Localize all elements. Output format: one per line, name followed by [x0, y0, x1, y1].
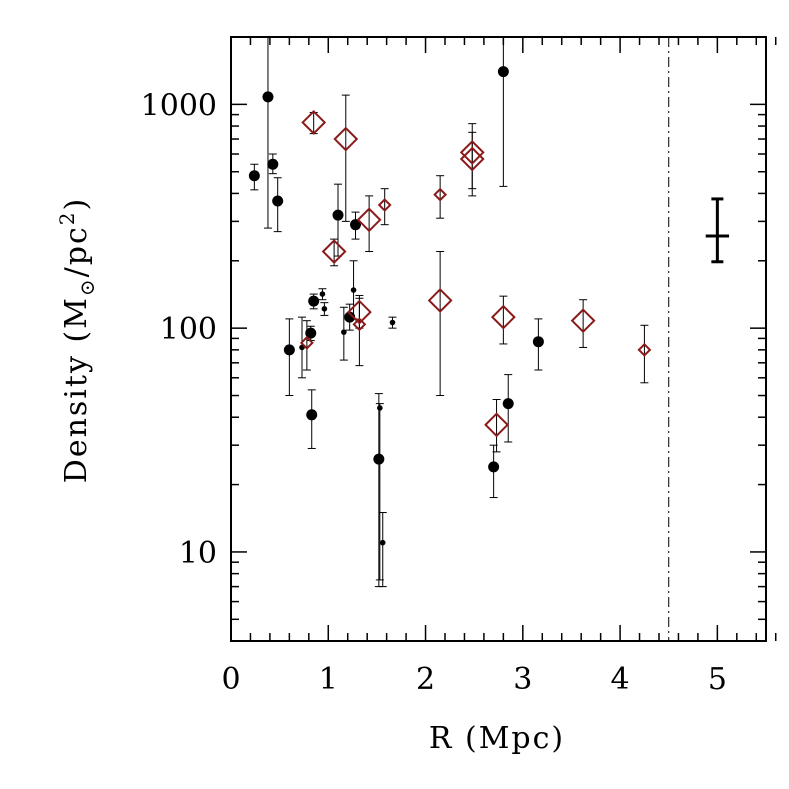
error-bars — [250, 36, 649, 588]
y-axis-label-mid: /pc — [59, 225, 94, 277]
y-tick-label: 10 — [179, 536, 217, 571]
x-tick-label: 0 — [221, 662, 240, 697]
diamond-marker — [377, 198, 392, 212]
diamond-marker — [301, 110, 327, 135]
circle-marker — [341, 329, 347, 335]
diamond-marker — [490, 304, 516, 330]
circle-marker — [332, 209, 344, 221]
circle-marker — [532, 336, 544, 348]
circle-marker — [373, 453, 385, 465]
diamond-marker — [333, 126, 359, 152]
x-tick-label: 4 — [611, 662, 630, 697]
diamond-marker — [637, 342, 652, 357]
circle-marker — [283, 344, 295, 356]
y-axis-label: Density (M⊙/pc2) — [55, 197, 99, 483]
circle-marker — [262, 91, 274, 103]
diamond-marker — [570, 308, 596, 334]
x-tick-label: 2 — [416, 662, 435, 697]
tick-labels: 0 1 2 3 4 5 10 100 1000 — [141, 88, 727, 697]
circle-marker — [497, 66, 509, 78]
diamond-marker — [321, 239, 347, 264]
circle-marker — [267, 158, 279, 170]
diamond-marker — [459, 139, 485, 165]
x-tick-label: 1 — [319, 662, 338, 697]
circle-marker — [248, 170, 260, 182]
circle-marker — [488, 461, 500, 473]
data-markers — [248, 66, 652, 546]
circle-marker — [350, 287, 357, 293]
diamond-marker — [433, 187, 448, 202]
circle-marker — [308, 295, 320, 307]
diamond-marker — [484, 412, 509, 438]
x-tick-label: 5 — [708, 662, 727, 697]
x-axis-label: R (Mpc) — [429, 721, 565, 756]
circle-marker — [350, 219, 362, 231]
circle-marker — [379, 539, 386, 546]
y-axis-label-sub: ⊙ — [75, 277, 99, 296]
circle-marker — [321, 306, 328, 312]
diamond-marker — [356, 207, 382, 233]
y-axis-label-sup: 2 — [55, 211, 79, 226]
diamond-marker — [299, 335, 314, 350]
diamond-marker — [427, 288, 453, 313]
circle-marker — [344, 311, 356, 323]
circle-marker — [306, 409, 318, 421]
circle-marker — [319, 291, 326, 297]
circle-marker — [272, 195, 284, 207]
axis-ticks — [230, 36, 777, 642]
diamond-marker — [352, 317, 367, 332]
typical-error-annotation — [705, 197, 730, 264]
y-tick-label: 100 — [160, 312, 217, 347]
y-axis-label-prefix: Density (M — [59, 296, 94, 483]
circle-marker — [502, 398, 514, 410]
circle-marker — [377, 405, 383, 411]
x-tick-label: 3 — [513, 662, 532, 697]
y-tick-label: 1000 — [141, 88, 217, 123]
circle-marker — [389, 319, 396, 326]
y-axis-label-suffix: ) — [59, 197, 94, 211]
diamond-marker — [346, 299, 372, 325]
circle-marker — [305, 327, 317, 339]
